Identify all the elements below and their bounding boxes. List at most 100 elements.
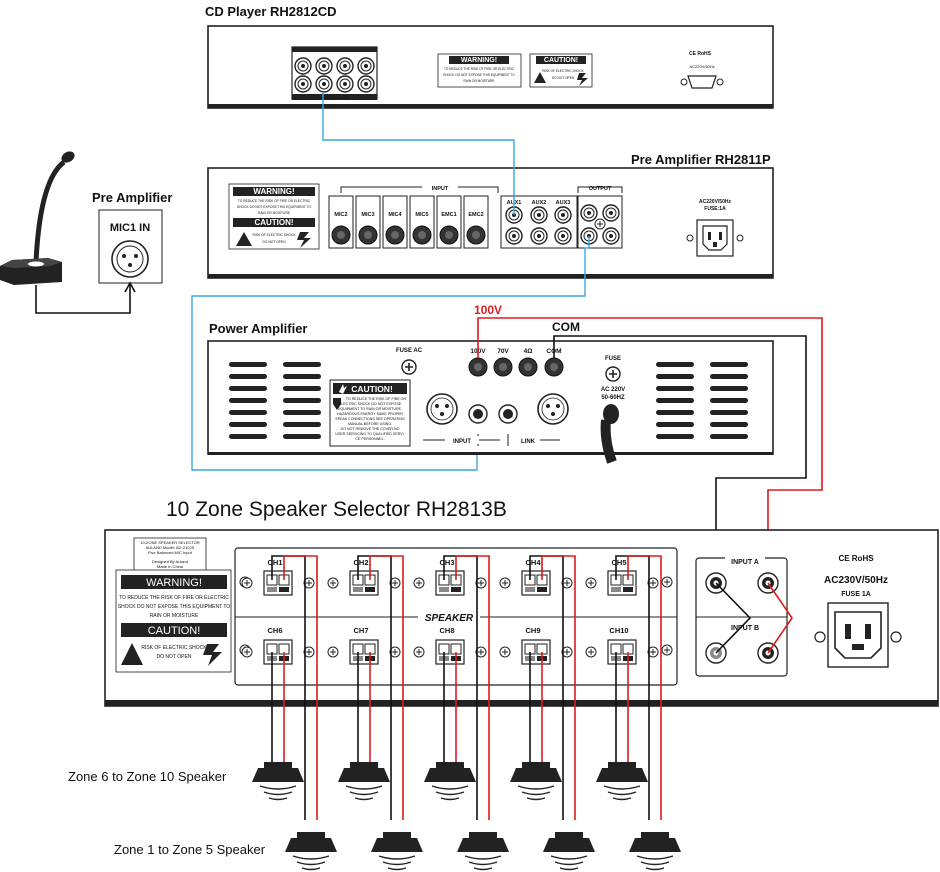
mic-cable <box>35 284 131 314</box>
warning-triangle-icon <box>121 643 143 665</box>
channel-label: CH7 <box>353 626 368 635</box>
power-amp-caution-title: CAUTION! <box>351 384 393 394</box>
speaker-icon-zone-5 <box>628 831 682 871</box>
input-mic5[interactable]: MIC5 <box>409 195 435 249</box>
pre-amp-output-label: OUTPUT <box>589 186 612 192</box>
cd-warning-text-1: TO REDUCE THE RISK OF FIRE OR ELECTRIC <box>444 67 515 71</box>
power-amp-caution-line: TO REDUCE THE RISK OF FIRE OR <box>346 397 407 401</box>
cd-caution-text-2: DO NOT OPEN <box>552 76 575 80</box>
speaker-icon-zone-8 <box>423 761 477 801</box>
power-amp-caution-line: SPEAK CONNECTIONS SEE OPERATING <box>335 417 405 421</box>
selector-title: 10 Zone Speaker Selector RH2813B <box>166 498 507 521</box>
pre-amp-fuse: FUSE:1A <box>704 206 726 212</box>
channel-label: CH9 <box>525 626 540 635</box>
info-sticker-line: 10-ZONE SPEAKER SELECTOR <box>140 540 200 545</box>
channel-terminal-top[interactable] <box>435 570 465 596</box>
wire-label-100v: 100V <box>474 303 502 317</box>
channel-label: CH6 <box>267 626 282 635</box>
link-xlr[interactable] <box>537 393 569 425</box>
power-amp-caution-line: DO NOT REMOVE THE COVER,NO <box>341 427 400 431</box>
input-emc1[interactable]: EMC1 <box>436 195 462 249</box>
terminal-label-4ohm: 4Ω <box>524 348 533 355</box>
selector-warning-text-2: SHOCK DO NOT EXPOSE THIS EQUIPMENT TO <box>118 604 230 610</box>
wire-ch-top-hot <box>369 555 404 820</box>
cd-cert: CE RoHS <box>689 51 712 57</box>
power-amp-fuse-label: FUSE <box>605 356 621 362</box>
channel-terminal-top[interactable] <box>349 570 379 596</box>
screw-icon <box>327 646 339 658</box>
caution-icon <box>333 398 341 410</box>
channel-terminal-top[interactable] <box>521 570 551 596</box>
power-cord-icon <box>600 404 619 464</box>
terminal-label-70v: 70V <box>497 348 509 355</box>
pre-amp-title: Pre Amplifier RH2811P <box>631 152 771 167</box>
channel-terminal-bottom[interactable] <box>607 639 637 665</box>
input-emc2[interactable]: EMC2 <box>463 195 489 249</box>
speaker-icon-zone-10 <box>595 761 649 801</box>
screw-icon <box>413 577 425 589</box>
screw-icon <box>499 577 511 589</box>
wire-ch-top-hot <box>627 555 662 820</box>
channel-terminal-bottom[interactable] <box>349 639 379 665</box>
preamp-to-poweramp-cable <box>191 236 590 471</box>
input-b-label: INPUT B <box>731 625 759 632</box>
zone-1-5-label: Zone 1 to Zone 5 Speaker <box>114 842 266 857</box>
pre-amp-caution-title: CAUTION! <box>254 218 293 227</box>
cd-warning-text-2: SHOCK DO NOT EXPOSE THIS EQUIPMENT TO <box>443 73 515 77</box>
selector-warning-text-1: TO REDUCE THE RISK OF FIRE OR ELECTRIC <box>119 595 229 601</box>
input-xlr-1[interactable] <box>426 393 458 425</box>
pre-amp-warning-title: WARNING! <box>253 187 294 196</box>
cd-warning-text-3: RAIN OR MOISTURE <box>464 79 495 83</box>
screw-icon <box>585 646 597 658</box>
info-sticker-line: Designed By Auland <box>152 559 188 564</box>
terminal-70v[interactable] <box>493 357 513 377</box>
input-mic2[interactable]: MIC2 <box>328 195 354 249</box>
selector-cert: CE RoHS <box>838 554 874 563</box>
terminal-com[interactable] <box>544 357 564 377</box>
info-sticker-line: Five Balanced MIC Input <box>148 550 193 555</box>
channel-label: CH1 <box>267 558 282 567</box>
channel-label: CH3 <box>439 558 454 567</box>
wire-label-com: COM <box>552 320 580 334</box>
screw-icon <box>327 577 339 589</box>
selector-fuse: FUSE 1A <box>841 591 871 598</box>
wire-ch-top-hot <box>541 555 576 820</box>
pre-amp-warning-text-3: RAIN OR MOISTURE <box>258 211 291 215</box>
channel-terminal-top[interactable] <box>607 570 637 596</box>
cd-warning-title: WARNING! <box>461 57 497 64</box>
aux3-label: AUX3 <box>556 200 571 206</box>
zone-6-10-label: Zone 6 to Zone 10 Speaker <box>68 769 227 784</box>
input-mic4[interactable]: MIC4 <box>382 195 408 249</box>
input-mic3[interactable]: MIC3 <box>355 195 381 249</box>
selector-warning-text-3: RAIN OR MOISTURE <box>150 613 199 619</box>
channel-label: CH5 <box>611 558 626 567</box>
power-amp-power-2: 50-60HZ <box>601 395 625 401</box>
channel-terminal-top[interactable] <box>263 570 293 596</box>
warning-triangle-icon <box>534 72 546 83</box>
pre-amp-power: AC220V/50Hz <box>699 199 731 205</box>
input-jack[interactable] <box>473 409 483 419</box>
channel-terminal-bottom[interactable] <box>521 639 551 665</box>
selector-warning-title: WARNING! <box>146 577 202 589</box>
cd-to-aux1-cable <box>322 92 515 215</box>
speaker-selector: 10 Zone Speaker Selector RH2813B 10-ZONE… <box>104 498 939 707</box>
link-jack[interactable] <box>503 409 513 419</box>
cd-caution-text-1: RISK OF ELECTRIC SHOCK <box>542 69 584 73</box>
power-amp-power-1: AC 220V <box>601 387 625 393</box>
power-amp-link-label: LINK <box>521 439 536 445</box>
speaker-icon-zone-2 <box>370 831 424 871</box>
channel-label: CH10 <box>609 626 628 635</box>
pre-amp-warning-text-2: SHOCK DO NOT EXPOSE THIS EQUIPMENT TO <box>237 205 312 209</box>
terminal-100v[interactable] <box>468 357 488 377</box>
channel-terminal-bottom[interactable] <box>263 639 293 665</box>
mic1-in-label: MIC1 IN <box>110 222 150 234</box>
microphone-icon <box>0 151 75 285</box>
channel-terminal-bottom[interactable] <box>435 639 465 665</box>
terminal-4ohm[interactable] <box>518 357 538 377</box>
speaker-label: SPEAKER <box>425 613 474 624</box>
wire-ch-top-hot <box>283 555 318 820</box>
power-amp-caution-line: HAZARDOUS ENERGY MAKE PROPER <box>337 412 403 416</box>
speaker-icon-zone-1 <box>284 831 338 871</box>
speaker-icon-zone-9 <box>509 761 563 801</box>
